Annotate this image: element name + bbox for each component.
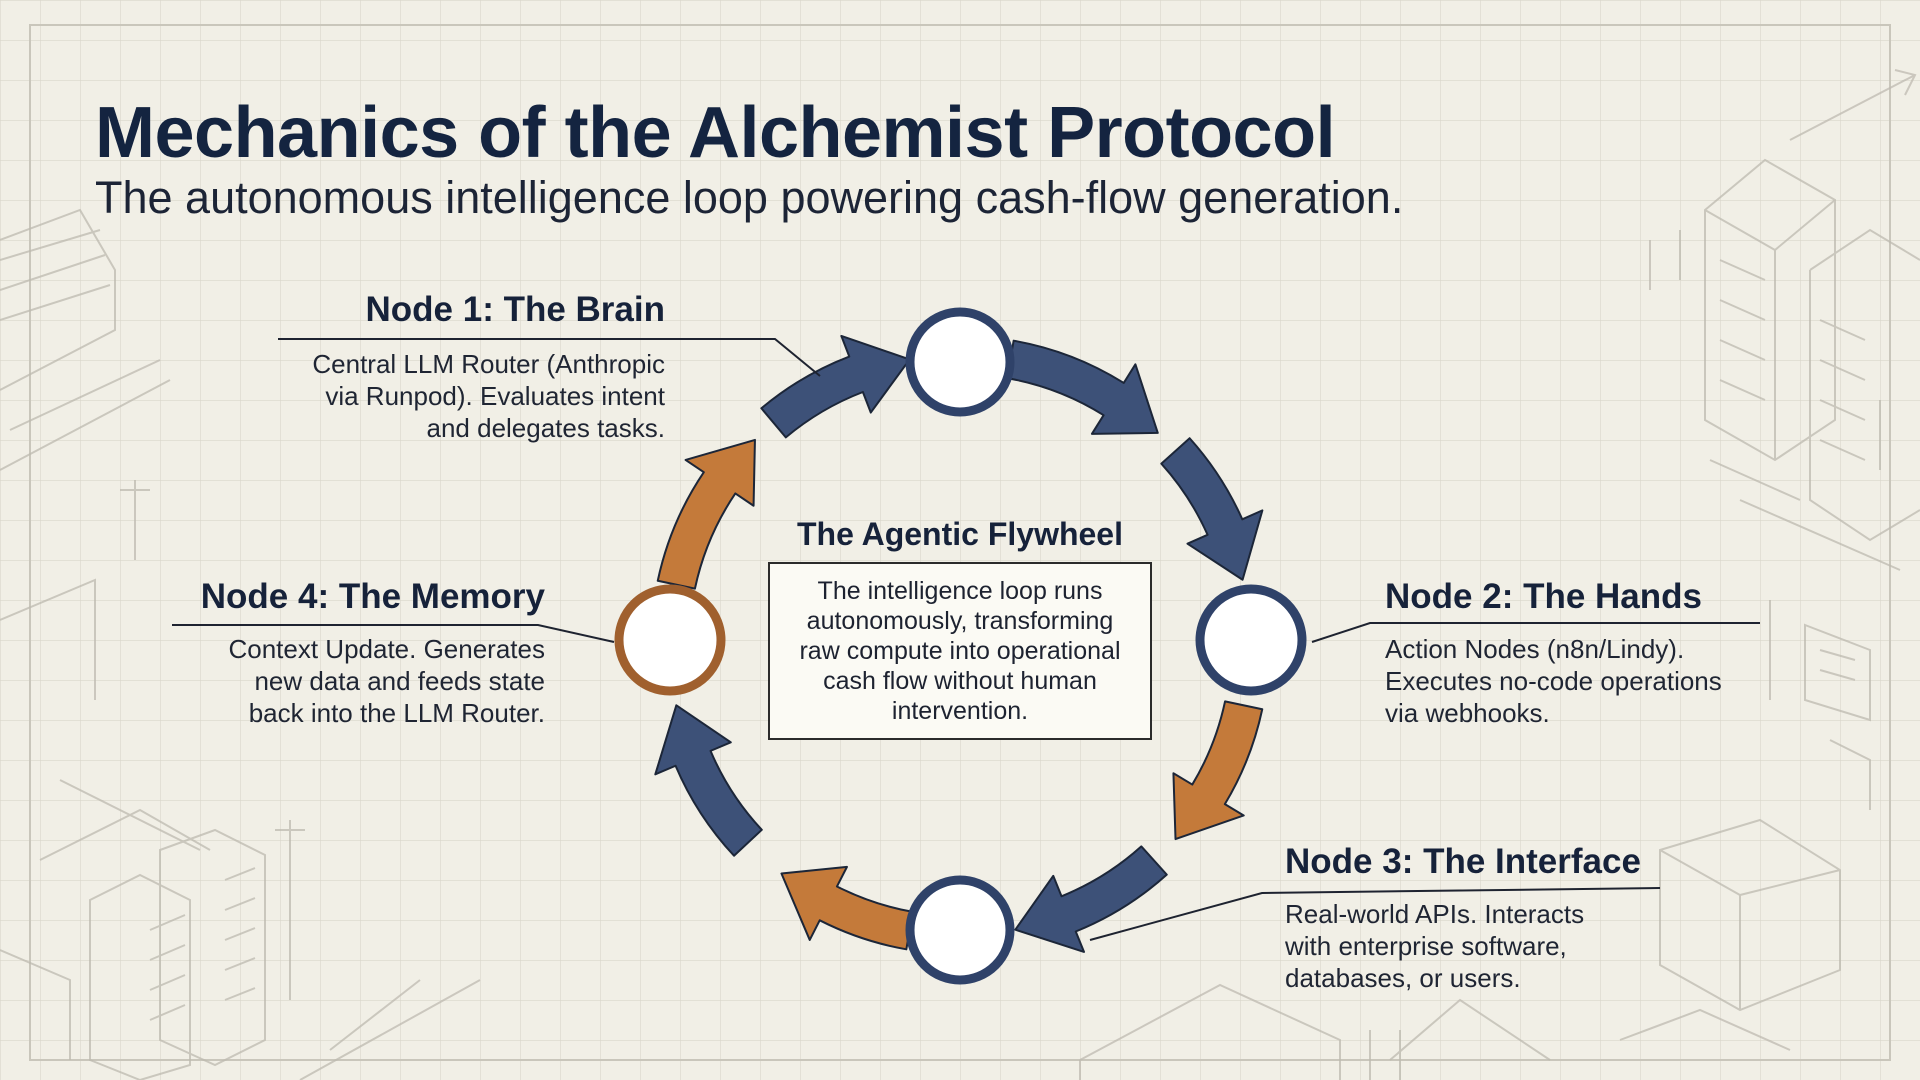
flywheel-desc-line: intervention. [891,697,1029,725]
node1-leader-line [278,338,821,377]
node3-desc-line: Real-world APIs. Interacts [1285,899,1585,929]
node2-desc-line: Executes no-code operations [1385,666,1722,696]
node4-description: Context Update. Generates new data and f… [145,633,545,729]
flywheel-desc-line: The intelligence loop runs [817,577,1103,605]
node4-leader-line [172,624,615,643]
node1-desc-line: and delegates tasks. [426,413,666,443]
node2-desc-line: via webhooks. [1385,698,1550,728]
flywheel-desc-line: cash flow without human [823,667,1097,695]
node4-desc-line: back into the LLM Router. [248,698,545,728]
node4-desc-line: new data and feeds state [254,666,545,696]
node1-circle [905,307,1015,417]
arrow-into-brain [760,334,911,439]
arrow-memory-to-brain [656,438,756,590]
node2-desc-line: Action Nodes (n8n/Lindy). [1385,634,1685,664]
node3-circle [905,875,1015,985]
arrow-into-memory [654,704,763,857]
arrow-brain-to-hands-lower [1160,437,1264,581]
arrow-hands-to-interface [1172,700,1264,841]
arrow-interface-to-memory [780,865,914,951]
flywheel-desc-line: autonomously, transforming [806,607,1114,635]
node3-leader-line [1089,887,1661,941]
node1-desc-line: Central LLM Router (Anthropic [312,349,665,379]
node1-description: Central LLM Router (Anthropic via Runpod… [215,348,665,444]
page-title: Mechanics of the Alchemist Protocol [95,93,1336,173]
flywheel-title: The Agentic Flywheel [797,516,1123,552]
arrow-brain-to-hands-upper [1006,339,1159,435]
node1-title: Node 1: The Brain [365,290,665,329]
node2-circle [1195,584,1307,696]
node2-title: Node 2: The Hands [1385,577,1702,616]
node3-description: Real-world APIs. Interacts with enterpri… [1285,898,1685,994]
node1-desc-line: via Runpod). Evaluates intent [325,381,665,411]
node4-desc-line: Context Update. Generates [228,634,545,664]
node3-desc-line: databases, or users. [1285,963,1521,993]
flywheel-description-box: The intelligence loop runs autonomously,… [768,562,1152,740]
arrow-into-interface [1014,845,1168,953]
node3-desc-line: with enterprise software, [1285,931,1567,961]
node4-title: Node 4: The Memory [200,577,545,616]
node2-description: Action Nodes (n8n/Lindy). Executes no-co… [1385,633,1785,729]
node4-circle [614,584,726,696]
page-subtitle: The autonomous intelligence loop powerin… [95,172,1404,223]
flywheel-desc-line: raw compute into operational [799,637,1121,665]
node2-leader-line [1311,622,1760,643]
node3-title: Node 3: The Interface [1285,842,1641,881]
